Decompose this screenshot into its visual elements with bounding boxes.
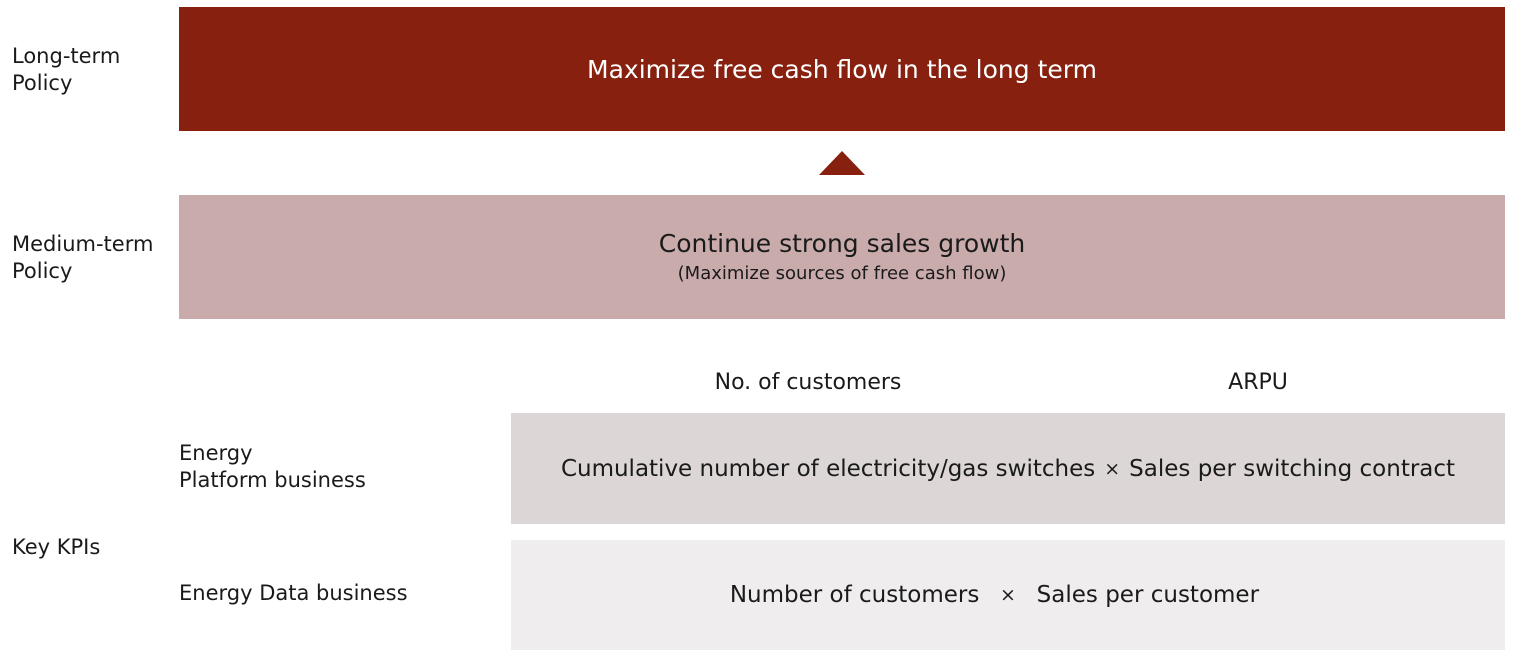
platform-arpu-kpi: Sales per switching contract <box>1129 455 1456 482</box>
energy-data-kpi-box: Number of customers × Sales per customer <box>511 540 1505 650</box>
long-term-policy-text: Maximize free cash flow in the long term <box>587 54 1097 84</box>
medium-term-policy-main: Continue strong sales growth <box>658 229 1026 258</box>
long-term-policy-label: Long-term Policy <box>12 44 121 95</box>
data-customers-kpi: Number of customers <box>729 582 980 608</box>
energy-platform-kpi-box: Cumulative number of electricity/gas swi… <box>511 413 1505 524</box>
customers-column-header: No. of customers <box>714 370 902 395</box>
platform-multiply-icon: × <box>1104 457 1121 480</box>
energy-platform-business-label: Energy Platform business <box>179 441 366 492</box>
medium-term-policy-label: Medium-term Policy <box>12 232 154 283</box>
data-arpu-kpi: Sales per customer <box>1036 582 1260 608</box>
medium-term-policy-box: Continue strong sales growth (Maximize s… <box>179 195 1505 319</box>
energy-data-business-label: Energy Data business <box>179 581 408 605</box>
long-term-policy-box: Maximize free cash flow in the long term <box>179 7 1505 131</box>
data-multiply-icon: × <box>1000 584 1016 606</box>
platform-customers-kpi: Cumulative number of electricity/gas swi… <box>560 455 1096 482</box>
arpu-column-header: ARPU <box>1228 370 1288 395</box>
medium-term-policy-sub: (Maximize sources of free cash flow) <box>677 263 1007 284</box>
key-kpis-label: Key KPIs <box>12 535 101 559</box>
up-arrow-icon <box>819 151 865 175</box>
